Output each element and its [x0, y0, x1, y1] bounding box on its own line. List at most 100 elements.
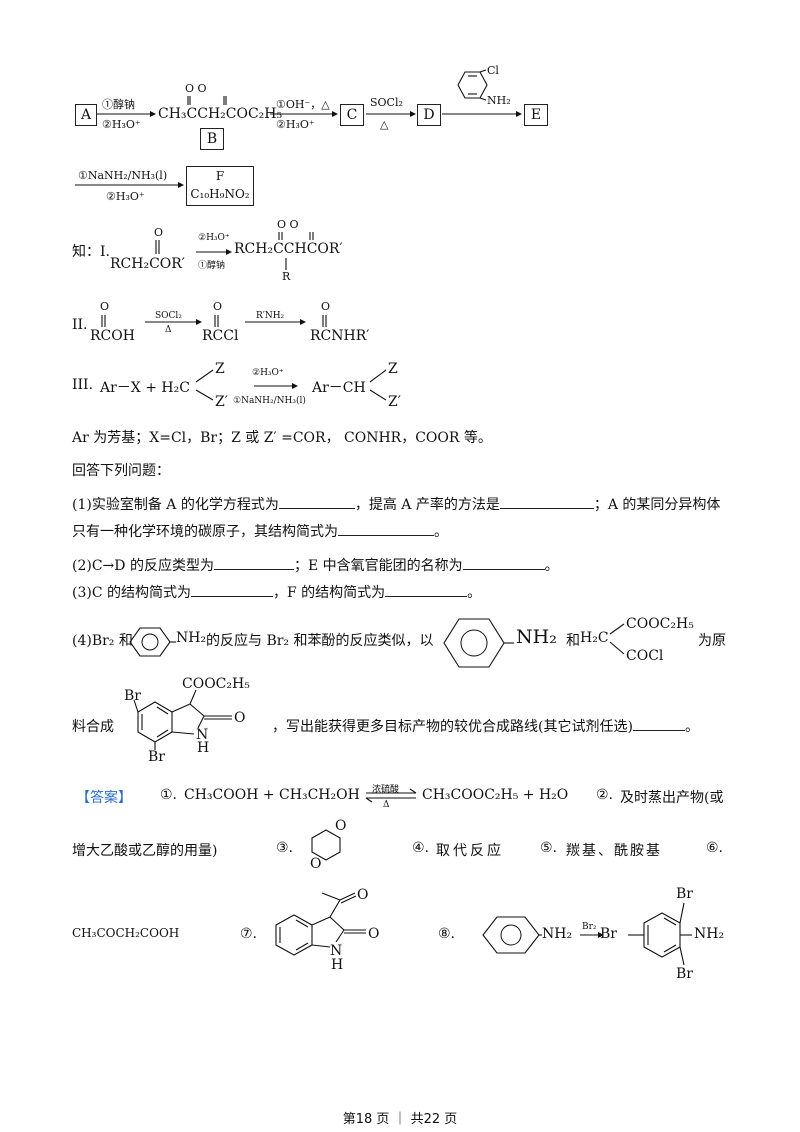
- q2-blank-2[interactable]: [462, 556, 545, 570]
- known-ii-o1: O: [100, 300, 110, 313]
- q2-blank-1[interactable]: [213, 556, 294, 570]
- a2: 及时蒸出产物(或: [620, 790, 724, 806]
- step5-bottom: ②H₃O⁺: [106, 190, 145, 203]
- q4h: COCl: [626, 648, 664, 664]
- known-ii-r3: RCNHR′: [310, 328, 370, 344]
- box-e: E: [524, 104, 548, 126]
- step2-bottom: ②H₃O⁺: [276, 118, 315, 131]
- a5-num: ⑤.: [540, 840, 558, 856]
- a2-cont: 增大乙酸或乙醇的用量): [72, 843, 218, 859]
- q1d: 只有一种化学环境的碳原子，其结构简式为: [72, 524, 338, 540]
- a8-br-bottom: Br: [676, 966, 693, 982]
- q4j: 料合成: [72, 719, 114, 735]
- box-f: F C₁₀H₉NO₂: [186, 166, 254, 206]
- known-iii-top: ②H₃O⁺: [252, 368, 284, 378]
- step3-bottom: △: [380, 118, 389, 131]
- a2-num: ②.: [596, 787, 614, 803]
- known-graphics: [101, 232, 387, 401]
- q2a: (2)C→D 的反应类型为: [72, 558, 214, 574]
- q3-blank-1[interactable]: [191, 583, 273, 597]
- step1-top: ①醇钠: [102, 98, 135, 111]
- known-intro: 知：I.: [72, 244, 110, 260]
- step5-top: ①NaNH₂/NH₃(l): [78, 169, 168, 182]
- q1-blank-3[interactable]: [338, 522, 434, 536]
- known-ii-a1b: Δ: [165, 325, 172, 335]
- a7-o1: O: [357, 887, 369, 903]
- known-note: Ar 为芳基；X=Cl，Br；Z 或 Z′ =COR， CONHR，COOR 等…: [72, 430, 492, 446]
- question-3: (3)C 的结构简式为，F 的结构简式为。: [72, 582, 481, 602]
- a8-br-top: Br: [676, 886, 693, 902]
- target-cooet: COOC₂H₅: [182, 676, 250, 692]
- question-1-line2: 只有一种化学环境的碳原子，其结构简式为 。: [72, 521, 448, 541]
- answer-aniline: [482, 916, 540, 954]
- a1-eq-right: CH₃COOC₂H₅ + H₂O: [422, 787, 569, 803]
- target-h: H: [197, 740, 210, 756]
- q4-line2: ，写出能获得更多目标产物的较优合成路线(其它试剂任选) 。: [272, 716, 699, 736]
- q1e: 。: [434, 524, 448, 540]
- step3-top: SOCl₂: [370, 96, 403, 109]
- b-formula: CH₃CCH₂COC₂H₅: [158, 106, 283, 122]
- known-i-bottom: ①醇钠: [198, 261, 226, 271]
- scheme-graphics: [75, 69, 522, 188]
- aniline-large: [443, 618, 505, 668]
- a4-num: ④.: [412, 840, 430, 856]
- q4d: NH₂: [516, 626, 557, 648]
- known-ii-a1: SOCl₂: [155, 311, 182, 321]
- a3-o2: O: [310, 856, 322, 872]
- q1b: ，提高 A 产率的方法是: [354, 497, 500, 513]
- known-iii-z2b: Z′: [388, 394, 401, 410]
- q3a: (3)C 的结构简式为: [72, 585, 191, 601]
- a1-eq-left: CH₃COOH + CH₃CH₂OH: [184, 787, 360, 803]
- a3-num: ③.: [276, 840, 294, 856]
- box-f-formula: C₁₀H₉NO₂: [190, 187, 250, 201]
- known-iii-z1: Z: [215, 361, 225, 377]
- page-footer: 第18 页 ｜ 共22 页: [342, 1112, 458, 1127]
- box-d: D: [417, 104, 441, 126]
- known-i-product: RCH₂CCHCOR′: [234, 241, 343, 257]
- q4-blank[interactable]: [632, 717, 685, 731]
- answer-tag: 【答案】: [76, 790, 132, 806]
- a8-br2: Br₂: [582, 922, 597, 932]
- questions-intro: 回答下列问题：: [72, 463, 170, 479]
- a1-num: ①.: [160, 787, 178, 803]
- q1-blank-1[interactable]: [278, 495, 355, 509]
- q1-blank-2[interactable]: [499, 495, 594, 509]
- q3-blank-2[interactable]: [385, 583, 468, 597]
- a7-o2: O: [368, 926, 380, 942]
- q4e: 和: [566, 633, 580, 649]
- known-iii-left: Ar－X + H₂C: [100, 380, 190, 396]
- known-iii-label: III.: [72, 377, 94, 393]
- q2c: 。: [544, 558, 559, 574]
- reagent-cl: Cl: [487, 64, 499, 77]
- known-ii-r2: RCCl: [202, 328, 239, 344]
- question-2: (2)C→D 的反应类型为；E 中含氧官能团的名称为。: [72, 555, 559, 575]
- q1a: (1)实验室制备 A 的化学方程式为: [72, 497, 279, 513]
- q4a: (4)Br₂ 和: [72, 633, 133, 649]
- a7-h: H: [331, 957, 344, 973]
- q3c: 。: [467, 585, 482, 601]
- known-i-o: O: [154, 226, 164, 239]
- q4f: H₂C: [580, 630, 609, 646]
- a7-num: ⑦.: [240, 926, 258, 942]
- q4l: 。: [684, 719, 699, 735]
- known-i-product-r: R: [282, 270, 291, 283]
- a7-n: N: [330, 943, 343, 959]
- known-i-product-o: O O: [277, 218, 299, 231]
- a1-cond-top: 浓硫酸: [372, 785, 400, 795]
- a8-nh2-p: NH₂: [694, 926, 725, 942]
- dioxane-ring: [311, 829, 341, 861]
- a6-num: ⑥.: [706, 840, 724, 856]
- box-c: C: [340, 104, 364, 126]
- known-iii-z2: Z: [388, 361, 398, 377]
- q1c: ；A 的某同分异构体: [593, 497, 721, 513]
- aniline-small: [129, 627, 171, 657]
- step1-bottom: ②H₃O⁺: [102, 118, 141, 131]
- q4b: NH₂: [176, 630, 207, 646]
- target-n: N: [196, 727, 209, 743]
- q4k: ，写出能获得更多目标产物的较优合成路线(其它试剂任选): [272, 719, 633, 735]
- q4i: 为原: [698, 633, 726, 649]
- box-b: B: [200, 128, 224, 150]
- question-1-line1: (1)实验室制备 A 的化学方程式为 ，提高 A 产率的方法是 ；A 的某同分异构体: [72, 494, 720, 514]
- q4g: COOC₂H₅: [626, 616, 694, 632]
- a3-o1: O: [335, 818, 347, 834]
